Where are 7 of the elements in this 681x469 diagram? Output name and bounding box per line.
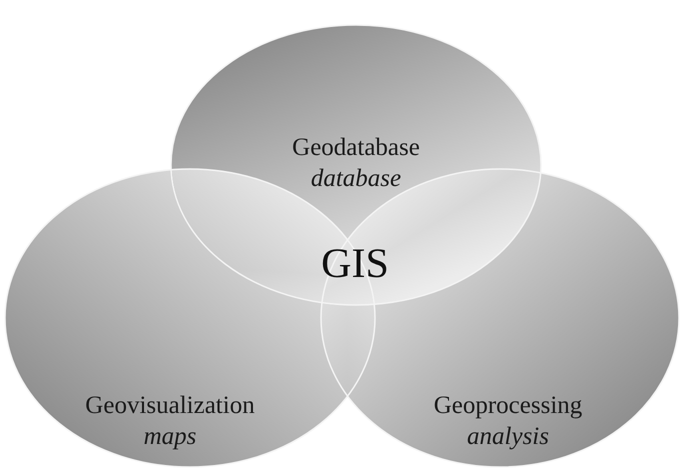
circle-title: Geoprocessing bbox=[434, 391, 582, 421]
circle-subtitle: analysis bbox=[466, 422, 550, 452]
circle-title: Geovisualization bbox=[85, 391, 255, 421]
circle-subtitle: maps bbox=[142, 422, 198, 452]
center-label: GIS bbox=[321, 240, 389, 288]
circle-title: Geodatabase bbox=[292, 133, 420, 163]
circle-subtitle: database bbox=[310, 164, 402, 194]
